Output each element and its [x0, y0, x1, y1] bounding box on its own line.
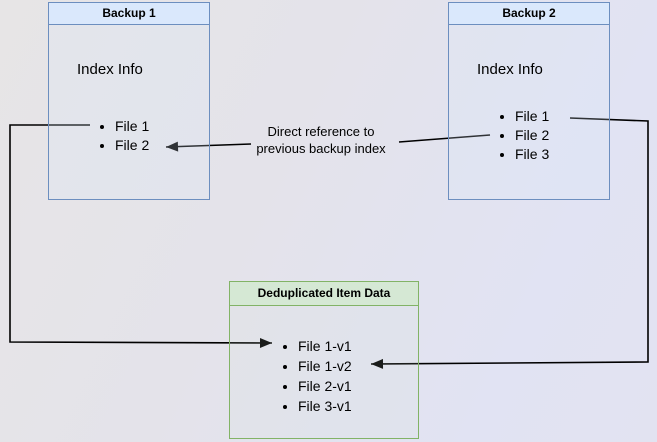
backup1-box: Backup 1 Index Info File 1 File 2	[48, 2, 210, 200]
list-item: File 1-v1	[298, 336, 418, 356]
edge-label: Direct reference to previous backup inde…	[240, 123, 402, 157]
backup1-index-info-label: Index Info	[77, 61, 143, 78]
backup2-file-list: File 1 File 2 File 3	[449, 107, 609, 164]
list-item: File 2	[115, 136, 209, 155]
dedup-title: Deduplicated Item Data	[230, 282, 418, 306]
list-item: File 2	[515, 126, 609, 145]
backup1-file-list: File 1 File 2	[49, 117, 209, 155]
list-item: File 1	[115, 117, 209, 136]
backup1-title: Backup 1	[49, 3, 209, 25]
list-item: File 3	[515, 145, 609, 164]
list-item: File 3-v1	[298, 396, 418, 416]
backup2-index-info-label: Index Info	[477, 61, 543, 78]
backup2-box: Backup 2 Index Info File 1 File 2 File 3	[448, 2, 610, 200]
edge-label-line2: previous backup index	[256, 141, 386, 156]
edge-label-line1: Direct reference to	[267, 124, 375, 139]
deduplicated-item-data-box: Deduplicated Item Data File 1-v1 File 1-…	[229, 281, 419, 439]
list-item: File 1-v2	[298, 356, 418, 376]
list-item: File 1	[515, 107, 609, 126]
dedup-file-list: File 1-v1 File 1-v2 File 2-v1 File 3-v1	[230, 336, 418, 416]
backup2-title: Backup 2	[449, 3, 609, 25]
list-item: File 2-v1	[298, 376, 418, 396]
